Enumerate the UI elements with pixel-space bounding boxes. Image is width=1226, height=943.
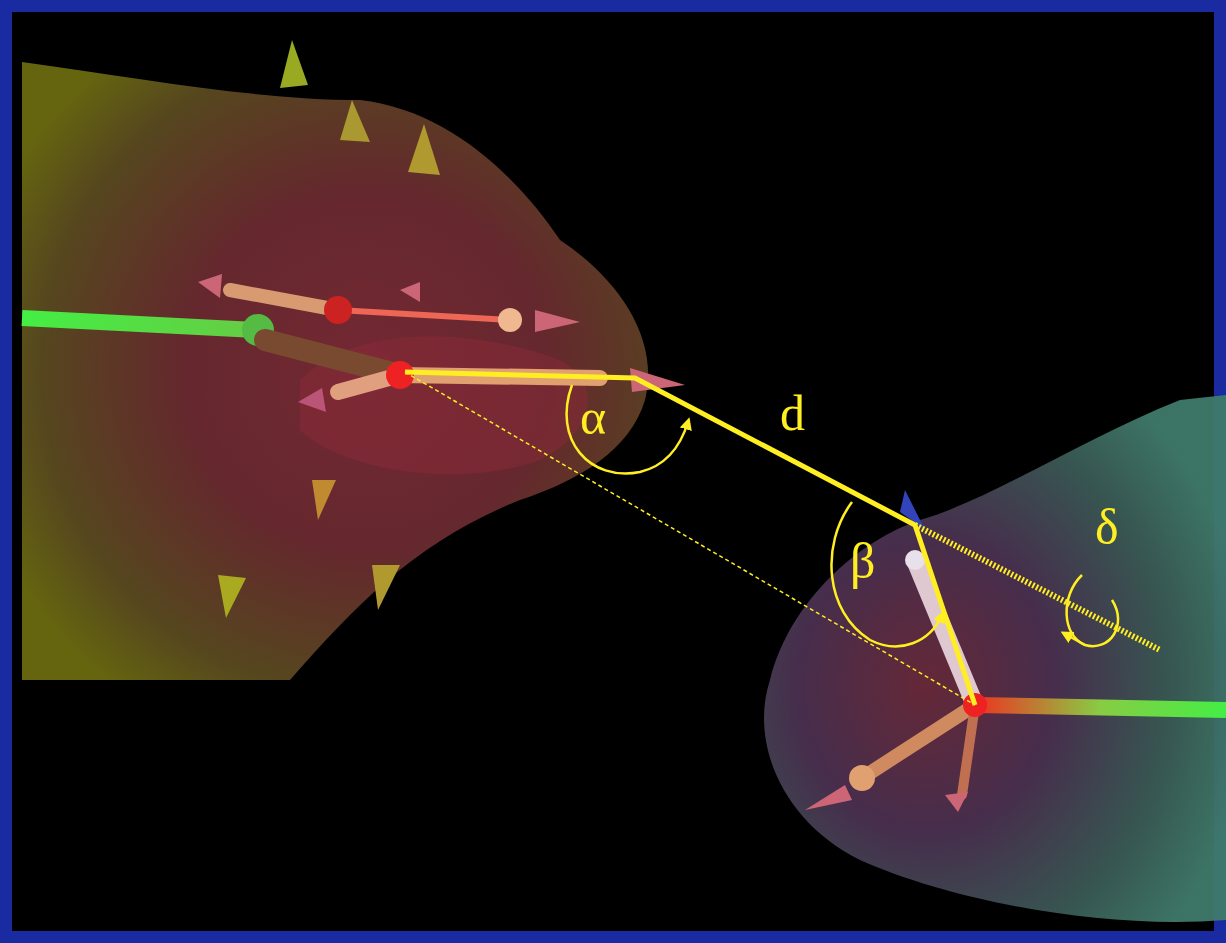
torsion-arrow — [1065, 634, 1085, 645]
parameter-label: β — [850, 536, 875, 586]
cone — [298, 388, 326, 412]
surface-right — [764, 395, 1226, 922]
parameter-label: δ — [1095, 502, 1119, 552]
bond-rod — [862, 705, 975, 778]
cone — [805, 785, 852, 810]
cone — [280, 40, 308, 88]
bond-rod — [22, 318, 258, 330]
bond-rod — [975, 705, 1226, 710]
cone — [400, 282, 420, 302]
torsion-arc — [1067, 575, 1118, 646]
cone — [218, 575, 246, 618]
dihedral-axis — [915, 525, 1160, 650]
cone — [198, 274, 222, 298]
bond-rod — [962, 705, 975, 795]
angle-arc — [831, 502, 942, 646]
surface-left — [22, 62, 648, 680]
bond-rod — [230, 290, 338, 310]
atom — [324, 296, 352, 324]
atom — [498, 308, 522, 332]
cone — [312, 480, 336, 520]
cone — [535, 310, 580, 332]
parameter-label: d — [780, 388, 805, 438]
angle-arc — [567, 385, 688, 473]
cone — [408, 124, 440, 175]
geometry-path — [405, 372, 975, 705]
cone — [945, 792, 968, 812]
parameter-label: α — [580, 392, 606, 442]
bond-rod — [265, 340, 400, 375]
cone — [340, 100, 370, 142]
distance-guide — [405, 372, 975, 705]
atom — [849, 765, 875, 791]
atom — [386, 361, 414, 389]
cone — [372, 565, 400, 610]
bond-rod — [338, 310, 510, 320]
